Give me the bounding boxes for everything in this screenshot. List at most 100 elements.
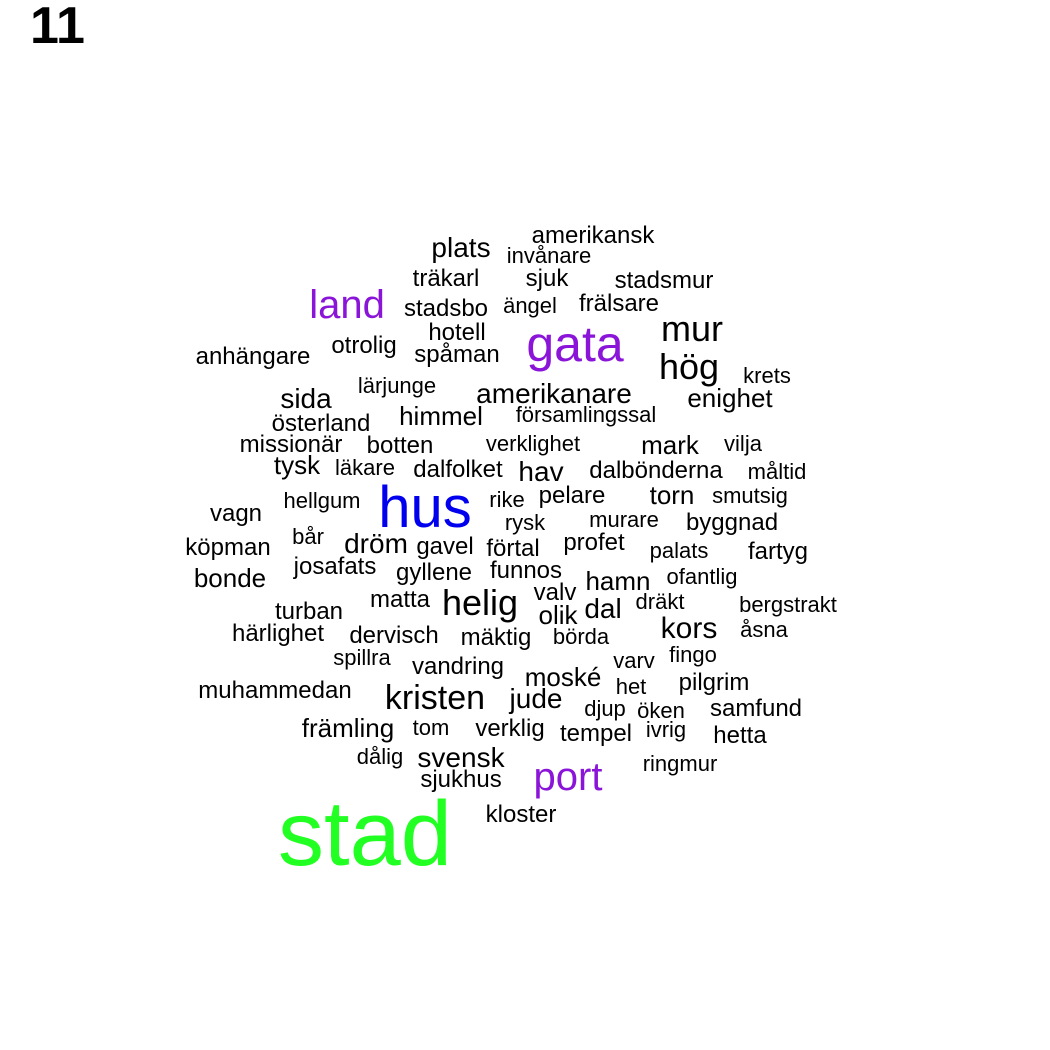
word-maltid: måltid: [748, 459, 807, 484]
word-ringmur: ringmur: [643, 751, 718, 776]
word-forsamlingssal: församlingssal: [516, 402, 657, 427]
word-angel: ängel: [503, 293, 557, 318]
word-verklighet: verklighet: [486, 431, 580, 456]
word-rysk: rysk: [505, 510, 546, 535]
word-hog: hög: [659, 346, 719, 387]
word-funnos: funnos: [490, 557, 562, 584]
word-moske: moské: [525, 662, 602, 692]
word-fralsare: frälsare: [579, 290, 659, 317]
word-hellgum: hellgum: [283, 488, 360, 513]
word-ofantlig: ofantlig: [667, 564, 738, 589]
word-fartyg: fartyg: [748, 538, 808, 565]
word-dal: dal: [584, 593, 621, 624]
word-bonde: bonde: [194, 563, 266, 593]
word-tempel: tempel: [560, 720, 632, 747]
word-jude: jude: [509, 683, 563, 714]
word-bergstrakt: bergstrakt: [739, 592, 837, 617]
word-borda: börda: [553, 624, 610, 649]
word-mur: mur: [661, 308, 723, 349]
word-vandring: vandring: [412, 653, 504, 680]
word-drom: dröm: [344, 528, 408, 559]
word-muhammedan: muhammedan: [198, 677, 351, 704]
word-torn: torn: [650, 480, 695, 510]
word-kloster: kloster: [486, 801, 557, 828]
word-byggnad: byggnad: [686, 509, 778, 536]
word-gavel: gavel: [416, 533, 473, 560]
word-krets: krets: [743, 363, 791, 388]
word-himmel: himmel: [399, 401, 483, 431]
word-het: het: [616, 674, 647, 699]
word-spaman: spåman: [414, 341, 499, 368]
word-trakarl: träkarl: [413, 265, 480, 292]
word-sjukhus: sjukhus: [420, 766, 501, 793]
word-djup: djup: [584, 696, 626, 721]
word-kopman: köpman: [185, 534, 270, 561]
word-svensk: svensk: [417, 742, 505, 773]
word-fingo: fingo: [669, 642, 717, 667]
word-vagn: vagn: [210, 500, 262, 527]
word-palats: palats: [650, 538, 709, 563]
word-osterland: österland: [272, 410, 371, 437]
word-hotell: hotell: [428, 319, 485, 346]
word-hamn: hamn: [585, 566, 650, 596]
word-oken: öken: [637, 698, 685, 723]
panel-label: 11: [30, 0, 85, 55]
word-gyllene: gyllene: [396, 559, 472, 586]
word-olik: olik: [538, 600, 578, 630]
word-dalfolket: dalfolket: [413, 456, 503, 483]
word-smutsig: smutsig: [712, 483, 788, 508]
word-enighet: enighet: [687, 383, 773, 413]
word-varv: varv: [613, 648, 655, 673]
word-samfund: samfund: [710, 695, 802, 722]
word-profet: profet: [563, 529, 625, 556]
word-tysk: tysk: [274, 450, 321, 480]
word-spillra: spillra: [333, 645, 391, 670]
word-sida: sida: [280, 383, 332, 414]
word-hav: hav: [518, 456, 563, 487]
word-invanare: invånare: [507, 243, 591, 268]
word-otrolig: otrolig: [331, 332, 396, 359]
word-maktig: mäktig: [461, 624, 532, 651]
word-stad: stad: [278, 783, 452, 885]
word-sjuk: sjuk: [526, 265, 570, 292]
word-stadsmur: stadsmur: [615, 267, 714, 294]
word-larjunge: lärjunge: [358, 373, 436, 398]
word-kors: kors: [661, 612, 718, 645]
word-asna: åsna: [740, 617, 788, 642]
word-missionar: missionär: [240, 431, 343, 458]
word-anhangare: anhängare: [196, 343, 311, 370]
word-valv: valv: [534, 579, 577, 606]
word-vilja: vilja: [724, 431, 763, 456]
word-amerikanare: amerikanare: [476, 378, 632, 409]
word-hus: hus: [378, 475, 472, 540]
word-pilgrim: pilgrim: [679, 669, 750, 696]
word-ivrig: ivrig: [646, 717, 686, 742]
word-plats: plats: [431, 232, 490, 263]
word-helig: helig: [442, 582, 518, 623]
word-josafats: josafats: [293, 553, 377, 580]
word-lakare: läkare: [335, 455, 395, 480]
word-botten: botten: [367, 432, 434, 459]
word-fortal: förtal: [486, 535, 539, 562]
word-murare: murare: [589, 507, 659, 532]
word-hetta: hetta: [713, 722, 767, 749]
word-turban: turban: [275, 598, 343, 625]
word-port: port: [534, 755, 603, 799]
word-mark: mark: [641, 430, 700, 460]
word-dalbonderna: dalbönderna: [589, 457, 723, 484]
word-amerikansk: amerikansk: [532, 222, 656, 249]
word-pelare: pelare: [539, 482, 606, 509]
word-kristen: kristen: [385, 679, 485, 717]
word-framling: främling: [302, 713, 394, 743]
word-dervisch: dervisch: [349, 622, 438, 649]
word-rike: rike: [489, 487, 524, 512]
word-gata: gata: [526, 316, 624, 372]
word-land: land: [309, 283, 385, 327]
word-tom: tom: [413, 715, 450, 740]
word-dalig: dålig: [357, 744, 403, 769]
word-stadsbo: stadsbo: [404, 295, 488, 322]
word-bar: bår: [292, 524, 324, 549]
word-harlighet: härlighet: [232, 620, 324, 647]
word-matta: matta: [370, 586, 431, 613]
